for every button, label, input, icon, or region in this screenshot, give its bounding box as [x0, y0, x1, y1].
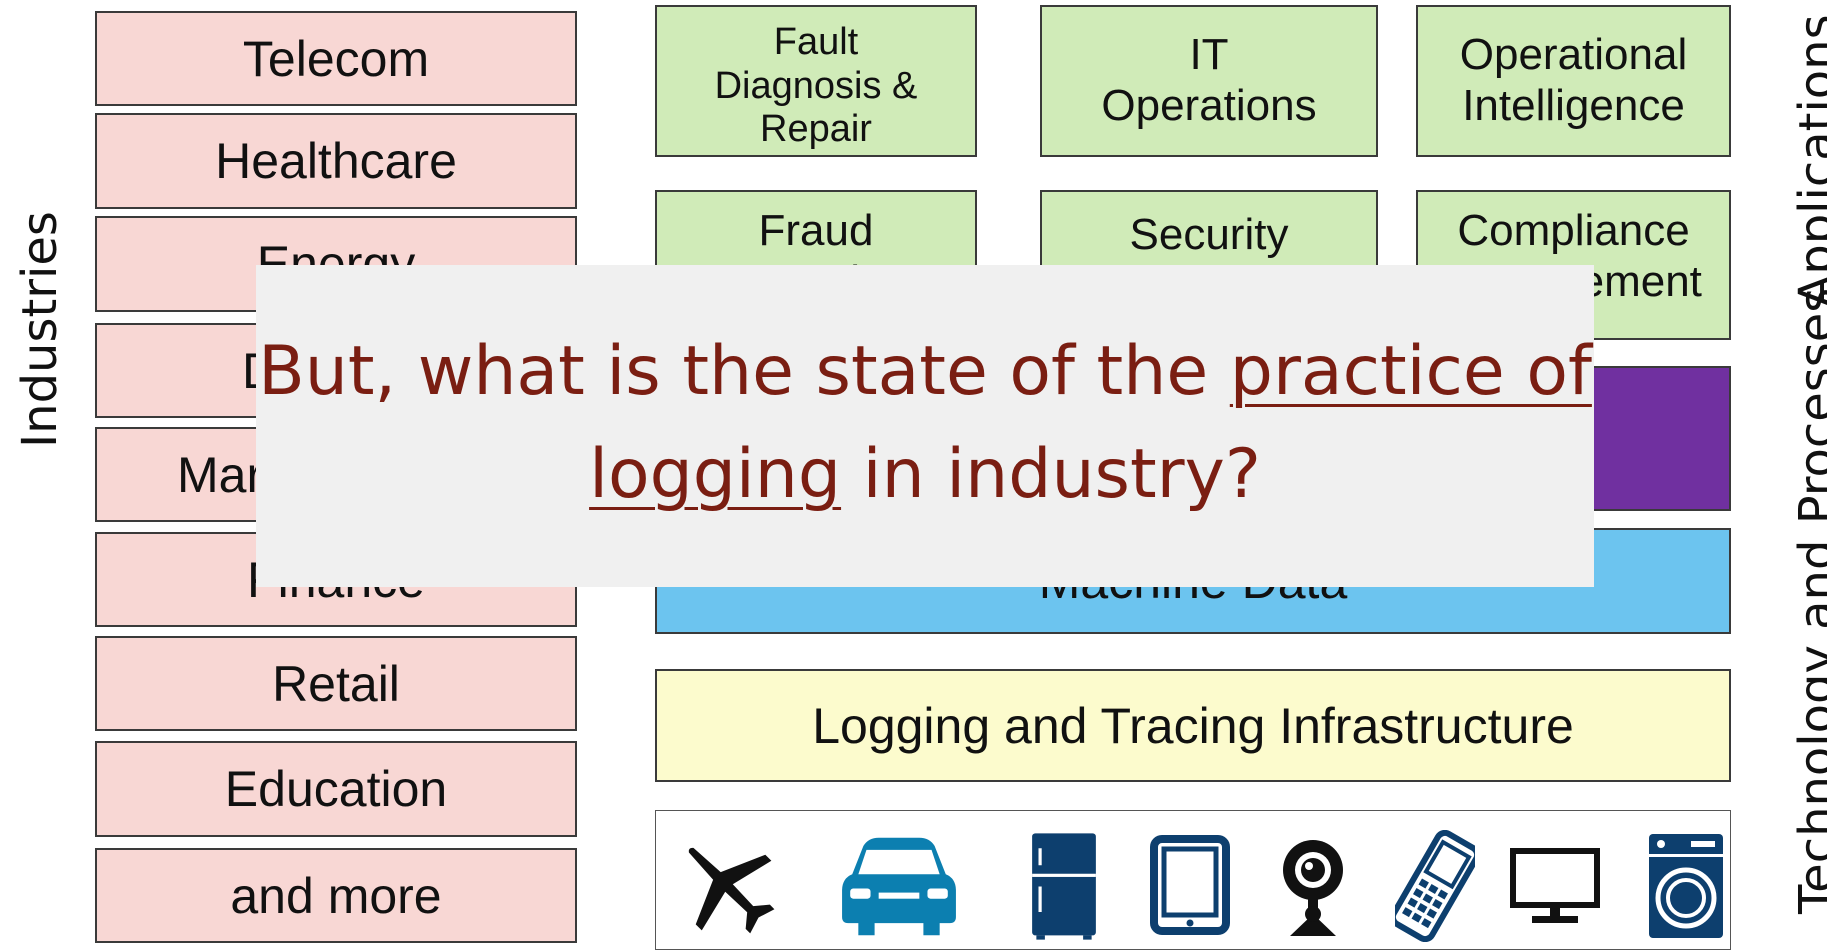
- industry-telecom: Telecom: [95, 11, 577, 106]
- washing-machine-icon: [1649, 834, 1723, 938]
- tablet-icon: [1150, 835, 1230, 935]
- app-it-operations: IT Operations: [1040, 5, 1378, 157]
- applications-axis-label: Applications: [1789, 14, 1827, 308]
- app-operational-intelligence: Operational Intelligence: [1416, 5, 1731, 157]
- airplane-icon: [688, 847, 775, 934]
- question-emphasis: practice of logging: [589, 332, 1592, 514]
- question-text-part-1: But, what is the state of the: [258, 332, 1230, 411]
- industry-and-more: and more: [95, 848, 577, 943]
- industry-healthcare: Healthcare: [95, 113, 577, 209]
- technology-processes-axis-label: Technology and Processes: [1789, 287, 1827, 914]
- industries-axis-label: Industries: [12, 211, 68, 448]
- question-text-part-2: in industry?: [841, 435, 1261, 514]
- device-strip: [655, 810, 1731, 950]
- monitor-icon: [1510, 848, 1600, 923]
- webcam-icon: [1283, 840, 1343, 936]
- refrigerator-icon: [1032, 833, 1096, 940]
- car-icon: [842, 837, 956, 936]
- logging-infrastructure-layer: Logging and Tracing Infrastructure: [655, 669, 1731, 782]
- mobile-phone-icon: [1395, 830, 1475, 942]
- question-overlay: But, what is the state of the practice o…: [256, 265, 1594, 587]
- industry-education: Education: [95, 741, 577, 837]
- industry-retail: Retail: [95, 636, 577, 731]
- app-fault-diagnosis: Fault Diagnosis & Repair: [655, 5, 977, 157]
